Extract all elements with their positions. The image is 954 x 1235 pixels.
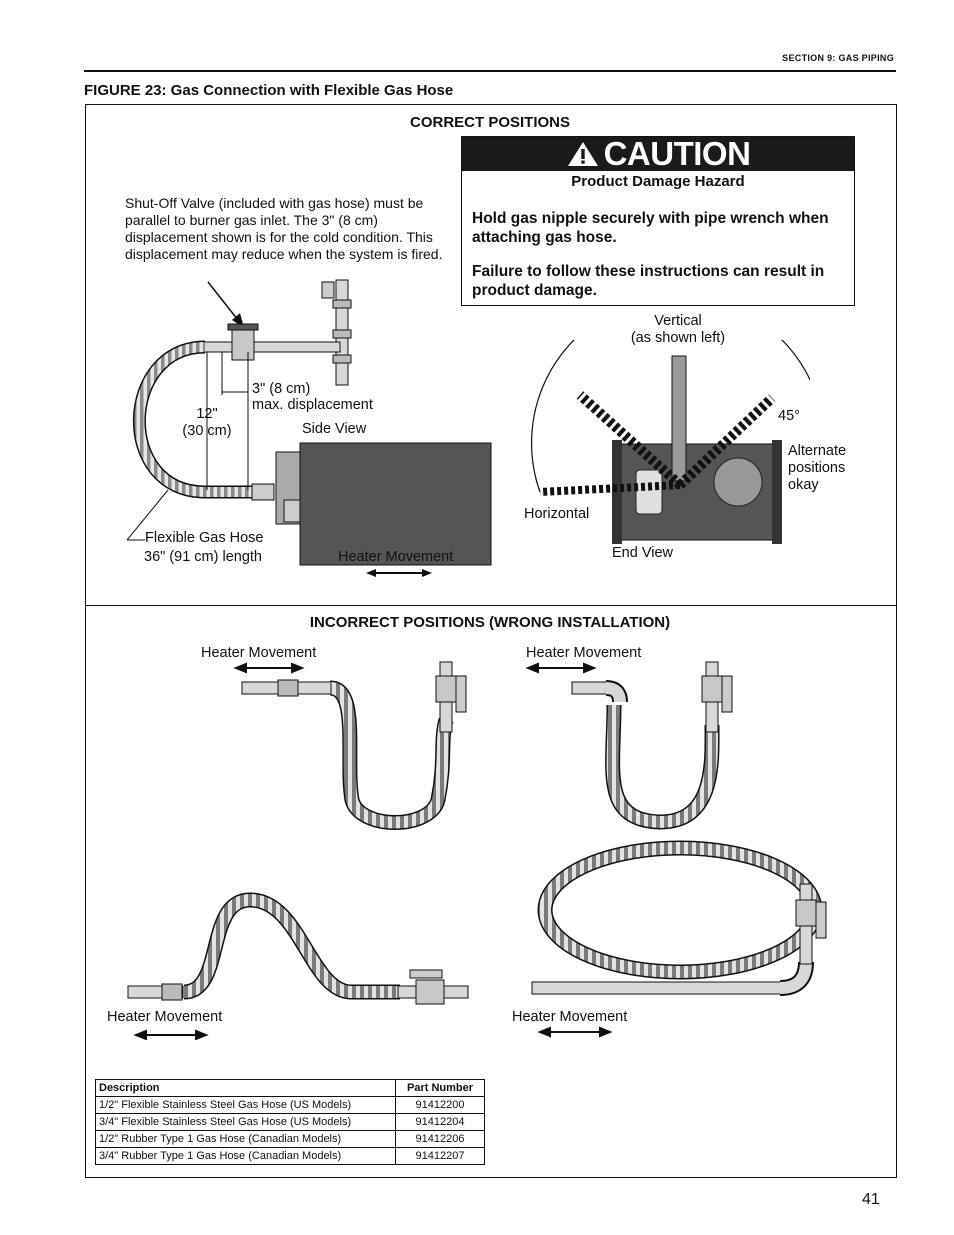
pipe-fitting (332, 354, 352, 364)
table-row: 1/2" Rubber Type 1 Gas Hose (Canadian Mo… (95, 1130, 485, 1148)
pipe-fitting (332, 329, 352, 339)
part-number-cell: 91412200 (395, 1096, 485, 1114)
valve-handle (321, 281, 335, 299)
caution-message-1: Hold gas nipple securely with pipe wrenc… (472, 210, 829, 246)
incorrect-positions-heading: INCORRECT POSITIONS (WRONG INSTALLATION) (309, 614, 671, 631)
angle-label: 45° (778, 408, 800, 424)
displacement-label-1: 3" (8 cm) (252, 381, 311, 397)
side-view-diagram (126, 279, 492, 577)
part-number-cell: 91412206 (395, 1130, 485, 1148)
hose-label-1: Flexible Gas Hose (145, 530, 264, 546)
column-header-description: Description (95, 1079, 396, 1097)
end-view-diagram (530, 340, 810, 544)
caution-message-2: Failure to follow these instructions can… (472, 263, 825, 299)
incorrect-example-1 (241, 661, 467, 830)
hose-label-2: 36" (91 cm) length (144, 549, 262, 565)
figure-divider (85, 605, 897, 606)
table-row: 3/4" Flexible Stainless Steel Gas Hose (… (95, 1113, 485, 1131)
heater-body (299, 442, 492, 566)
displacement-label-2: max. displacement (252, 397, 373, 413)
burner-grille (713, 457, 763, 507)
header-rule (84, 70, 896, 72)
horizontal-pipe (199, 341, 341, 353)
side-view-label: Side View (302, 421, 367, 437)
hose-vertical-position (671, 355, 687, 482)
hose-45-left-position (576, 391, 684, 489)
parts-table: Description Part Number 1/2" Flexible St… (95, 1079, 485, 1165)
shut-off-valve (231, 329, 255, 361)
alternate-label-3: okay (788, 477, 819, 493)
valve-lever (227, 323, 259, 331)
alternate-label-2: positions (788, 460, 846, 476)
valve-note: Shut-Off Valve (included with gas hose) … (125, 195, 443, 262)
table-row: 1/2" Flexible Stainless Steel Gas Hose (… (95, 1096, 485, 1114)
description-cell: 3/4" Flexible Stainless Steel Gas Hose (… (95, 1113, 396, 1131)
part-number-cell: 91412204 (395, 1113, 485, 1131)
caution-title: CAUTION (603, 135, 751, 172)
description-cell: 1/2" Rubber Type 1 Gas Hose (Canadian Mo… (95, 1130, 396, 1148)
pipe-fitting (332, 299, 352, 309)
incorrect-example-4 (531, 840, 827, 996)
incorrect-example-2 (571, 661, 733, 830)
horizontal-label: Horizontal (524, 506, 590, 522)
vertical-label-2: (as shown left) (630, 330, 726, 346)
part-number-cell: 91412207 (395, 1147, 485, 1165)
vertical-label-1: Vertical (654, 313, 702, 329)
valve-pointer-line (207, 281, 239, 321)
page-number: 41 (862, 1191, 880, 1208)
rotation-arc (530, 340, 810, 493)
hose-pointer-line (126, 489, 169, 541)
heater-movement-label-2: Heater Movement (526, 645, 642, 661)
description-cell: 1/2" Flexible Stainless Steel Gas Hose (… (95, 1096, 396, 1114)
caution-banner: CAUTION (462, 135, 854, 172)
heater-movement-label: Heater Movement (338, 549, 454, 565)
correct-positions-heading: CORRECT POSITIONS (409, 114, 570, 131)
table-header-row: Description Part Number (95, 1079, 485, 1097)
incorrect-example-3 (127, 892, 469, 1005)
flexible-hose (134, 342, 260, 497)
alternate-label-1: Alternate (788, 443, 847, 459)
heater-movement-label-3: Heater Movement (107, 1009, 223, 1025)
hose-45-right-position (676, 394, 776, 489)
table-row: 3/4" Rubber Type 1 Gas Hose (Canadian Mo… (95, 1147, 485, 1165)
incorrect-positions-diagram (127, 661, 827, 1040)
section-header: SECTION 9: GAS PIPING (782, 53, 894, 63)
figure-frame (85, 104, 897, 1178)
end-view-label: End View (612, 545, 673, 561)
inlet-plate (635, 469, 663, 515)
length-label-1: 12" (196, 406, 218, 422)
caution-box: CAUTION Product Damage Hazard Hold gas n… (461, 135, 855, 306)
heater-bracket (283, 499, 301, 523)
heater-movement-label-1: Heater Movement (201, 645, 317, 661)
heater-flange (772, 440, 782, 544)
description-cell: 3/4" Rubber Type 1 Gas Hose (Canadian Mo… (95, 1147, 396, 1165)
figure-title: FIGURE 23: Gas Connection with Flexible … (84, 82, 454, 99)
hose-fitting (251, 483, 275, 501)
column-header-part-number: Part Number (395, 1079, 485, 1097)
hose-horizontal-position (539, 481, 681, 496)
heater-movement-label-4: Heater Movement (512, 1009, 628, 1025)
warning-triangle-icon (567, 142, 598, 166)
hazard-title: Product Damage Hazard (571, 173, 745, 190)
length-label-2: (30 cm) (182, 423, 232, 439)
